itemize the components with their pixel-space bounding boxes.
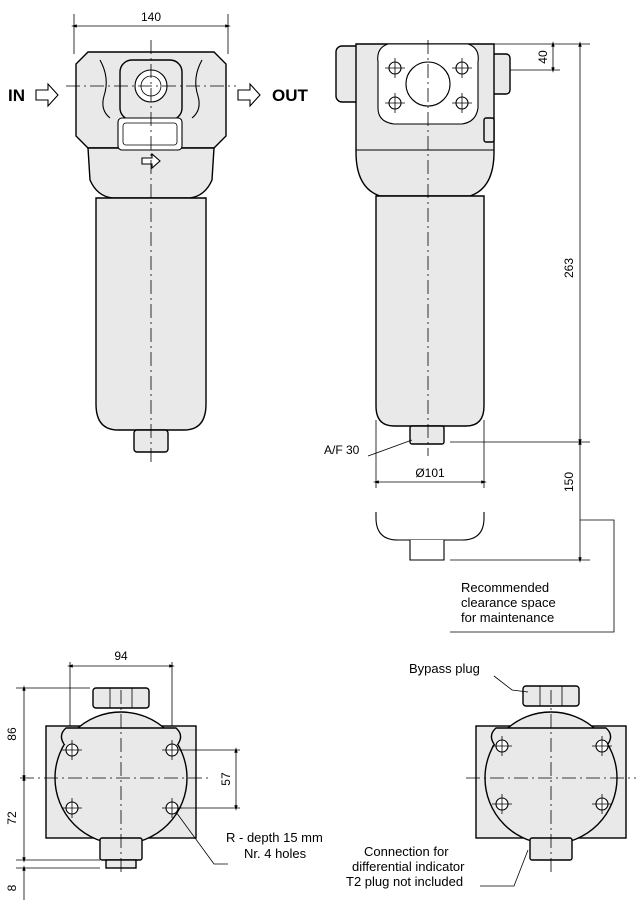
clearance-note: Recommended clearance space for maintena…: [461, 580, 556, 625]
side-top-dim: 40: [536, 50, 550, 64]
side-view: 40 263 150 A/F 30 Ø101: [324, 40, 615, 633]
clearance-note-line1: Recommended: [461, 580, 549, 595]
hole-note: R - depth 15 mm Nr. 4 holes: [226, 830, 323, 861]
side-height-dim: 263: [562, 258, 576, 278]
bl-lower-dim: 72: [5, 811, 19, 825]
connection-note: Connection for differential indicator T2…: [346, 844, 465, 889]
af-label: A/F 30: [324, 443, 360, 457]
in-arrow-icon: [35, 82, 59, 108]
bl-base-dim: 8: [5, 884, 19, 891]
out-arrow-icon: [237, 82, 261, 108]
flow-direction: IN OUT: [8, 82, 309, 108]
side-bowl: [375, 195, 485, 427]
bottom-right-view: [466, 675, 636, 887]
in-label: IN: [8, 86, 25, 105]
clearance-note-line3: for maintenance: [461, 610, 554, 625]
removed-bowl-outline: [375, 512, 485, 541]
bl-holes: [62, 740, 182, 818]
out-label: OUT: [272, 86, 309, 105]
bottom-left-view: 94 86 72: [5, 649, 240, 900]
connection-note-line1: Connection for: [364, 844, 449, 859]
front-width-dim: 140: [141, 10, 161, 24]
hole-note-line1: R - depth 15 mm: [226, 830, 323, 845]
bl-hole-spacing-dim: 57: [219, 772, 233, 786]
br-holes: [492, 736, 612, 814]
connection-note-line3: T2 plug not included: [346, 874, 463, 889]
front-view: 140: [66, 10, 236, 462]
bl-upper-dim: 86: [5, 727, 19, 741]
indicator-window: [117, 117, 183, 151]
hole-note-line2: Nr. 4 holes: [244, 846, 307, 861]
flange-bolt-holes: [385, 58, 472, 113]
side-clearance-dim: 150: [562, 472, 576, 492]
bl-width-dim: 94: [114, 649, 128, 663]
connection-note-line2: differential indicator: [352, 859, 465, 874]
bypass-plug-label: Bypass plug: [409, 661, 480, 676]
diameter-dim: Ø101: [415, 466, 445, 480]
clearance-note-line2: clearance space: [461, 595, 556, 610]
